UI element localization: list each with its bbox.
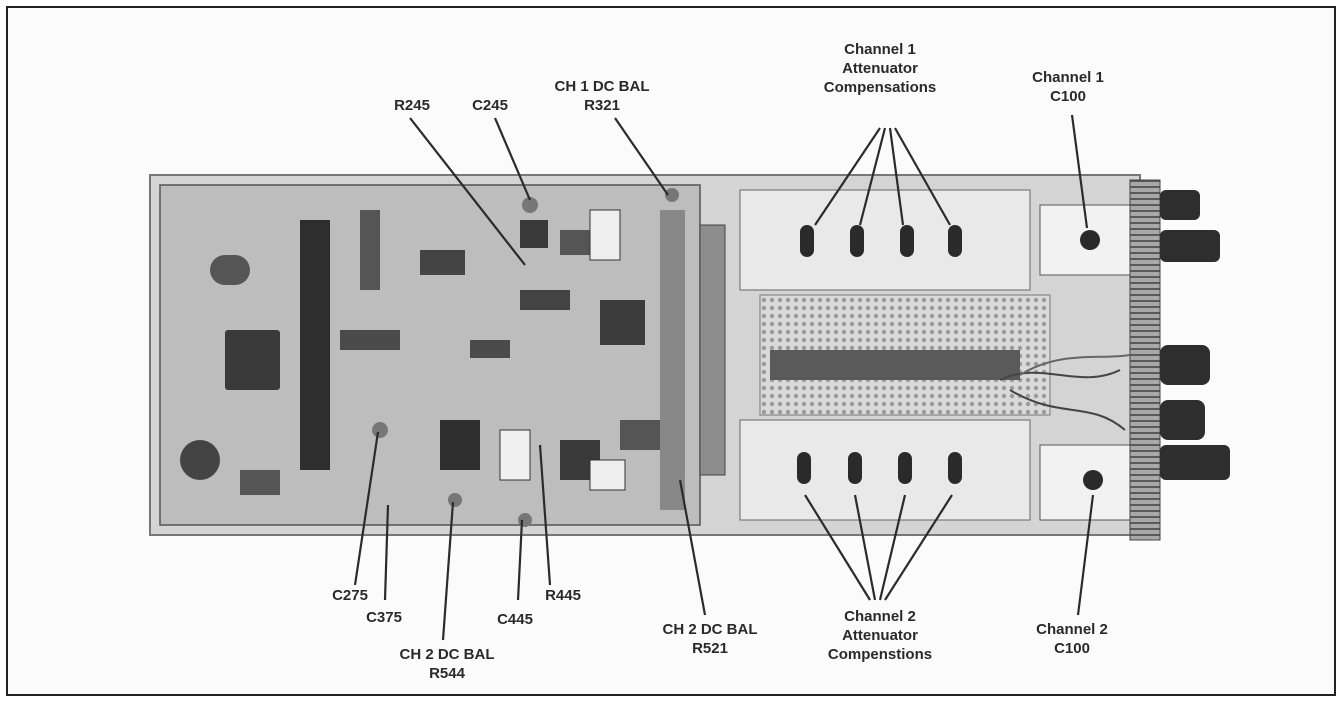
attenuator-panel-bottom	[739, 419, 1031, 521]
label-c445: C445	[497, 611, 533, 628]
label-r445: R445	[545, 587, 581, 604]
board-components	[180, 188, 685, 527]
label-c245: C245	[472, 97, 508, 114]
front-connectors	[1160, 190, 1230, 480]
front-panel	[1129, 179, 1161, 541]
attenuator-panel-top	[739, 189, 1031, 291]
callout-arrows	[353, 114, 1095, 641]
label-c275: C275	[332, 587, 368, 604]
label-c375: C375	[366, 609, 402, 626]
attenuator-capacitors	[797, 225, 962, 484]
board-connector	[699, 224, 726, 476]
label-r245: R245	[394, 97, 430, 114]
